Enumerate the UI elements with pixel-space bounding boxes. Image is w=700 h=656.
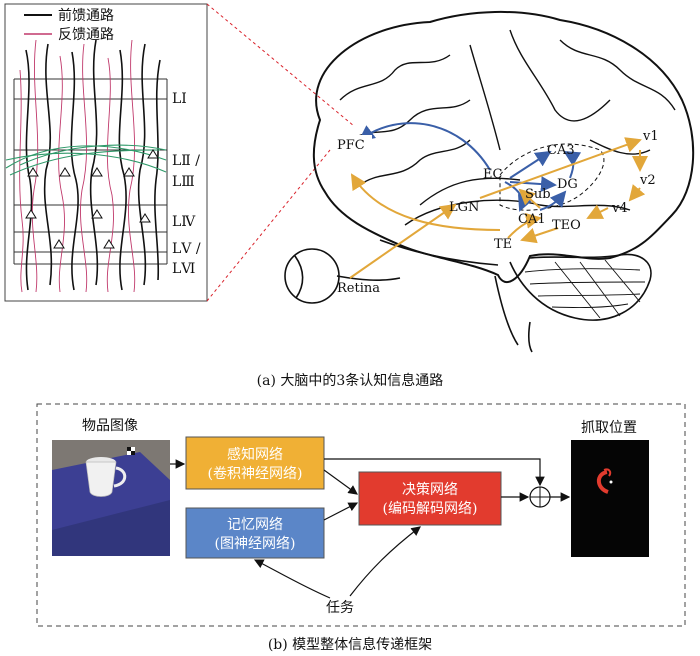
layer-label-5: LⅤ / [172, 241, 201, 257]
task-to-decision-arrow [349, 526, 421, 597]
grasp-position-title: 抓取位置 [581, 420, 637, 436]
decision-network-title: 决策网络 [402, 481, 458, 498]
region-labels: PFC EC CA3 DG Sub CA1 LGN TE TEO v1 v2 v… [334, 129, 659, 296]
caption-b: (b) 模型整体信息传递框架 [268, 636, 432, 653]
region-ca3: CA3 [547, 143, 575, 158]
dg-to-ca3-arrow [563, 150, 582, 179]
neuron-fibres [5, 39, 167, 293]
sub-loop-arrow [539, 190, 567, 211]
perception-network-box [185, 436, 325, 490]
eye-illustration [284, 248, 401, 304]
memory-network-subtitle: (图神经网络) [215, 536, 296, 552]
layer-label-6: LⅥ [172, 261, 195, 277]
task-to-memory-arrow [253, 559, 331, 599]
perception-skip-arrow [324, 458, 545, 487]
te-to-pfc-arrow [350, 173, 501, 231]
region-teo: TEO [552, 218, 581, 233]
layer-label-2: LⅡ / [172, 153, 200, 169]
memory-network-title: 记忆网络 [227, 517, 283, 533]
brain-illustration [312, 11, 695, 353]
framework-arrows [170, 458, 571, 599]
region-v4: v4 [611, 201, 628, 216]
ca1-to-ec-arrow [518, 188, 541, 209]
grasp-output-image [571, 440, 649, 557]
zoom-connector [206, 3, 355, 302]
object-image-title: 物品图像 [82, 418, 138, 434]
region-v2: v2 [639, 173, 656, 188]
region-v1: v1 [642, 129, 659, 144]
ec-to-pfc-arrow [358, 122, 491, 171]
caption-a: (a) 大脑中的3条认知信息通路 [257, 372, 444, 389]
te-to-ca1-arrow [507, 212, 542, 239]
region-ec: EC [483, 167, 502, 182]
region-te: TE [494, 237, 512, 252]
layer-label-4: LⅣ [172, 214, 196, 230]
ec-to-dg-arrow [509, 176, 557, 193]
legend-feedback-label: 反馈通路 [58, 27, 114, 43]
task-label: 任务 [326, 600, 354, 616]
region-pfc: PFC [337, 138, 365, 153]
perception-to-decision-arrow [323, 469, 358, 495]
memory-network-box [185, 507, 325, 559]
perception-network-subtitle: (卷积神经网络) [208, 466, 303, 482]
memory-to-decision-arrow [323, 502, 359, 521]
region-lgn: LGN [449, 200, 479, 215]
object-image [52, 440, 170, 556]
region-ca1: CA1 [518, 212, 546, 227]
teo-to-te-arrow [520, 227, 559, 244]
v2-to-v4-arrow [628, 184, 646, 202]
ec-to-ca3-arrow [509, 150, 552, 179]
region-dg: DG [557, 177, 578, 192]
perception-network-title: 感知网络 [227, 446, 283, 463]
pathway-arrows [349, 122, 648, 279]
decision-network-subtitle: (编码解码网络) [383, 501, 478, 517]
region-sub: Sub [525, 187, 551, 202]
decision-network-box [358, 471, 502, 526]
v4-to-teo-arrow [586, 204, 609, 219]
layer-label-3: LⅢ [172, 174, 195, 190]
framework-border [36, 403, 686, 627]
lgn-to-v1-arrow [479, 137, 642, 199]
layer-boundaries [13, 78, 168, 265]
layer-label-1: LⅠ [172, 91, 187, 107]
retina-to-lgn-arrow [349, 203, 457, 279]
cortex-layers-panel: 前馈通路 反馈通路 [4, 3, 208, 302]
legend-feedforward-label: 前馈通路 [58, 7, 114, 24]
region-retina: Retina [337, 281, 380, 296]
